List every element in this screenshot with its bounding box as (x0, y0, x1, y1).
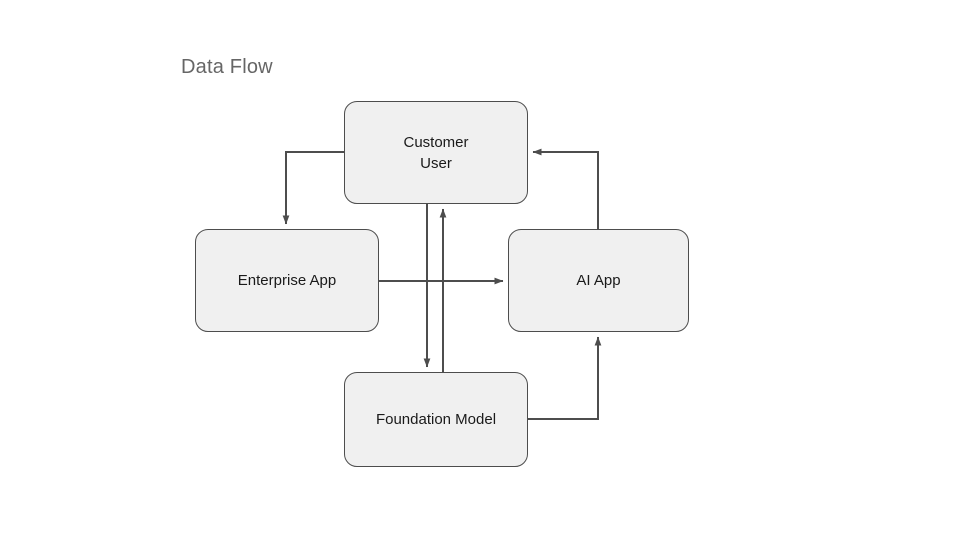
page-title: Data Flow (181, 56, 273, 78)
edge-customer-user-to-enterprise-app (282, 151, 344, 225)
node-customer-user-label: Customer User (403, 132, 468, 174)
node-customer-user[interactable]: Customer User (344, 101, 528, 204)
node-enterprise-app[interactable]: Enterprise App (195, 229, 379, 332)
node-foundation-model-label: Foundation Model (375, 411, 497, 428)
node-ai-app[interactable]: AI App (508, 229, 689, 332)
edge-foundation-model-to-ai-app (528, 336, 602, 420)
node-ai-app-label: AI App (576, 272, 621, 289)
node-foundation-model[interactable]: Foundation Model (344, 372, 528, 467)
node-enterprise-app-label: Enterprise App (237, 272, 337, 289)
edge-ai-app-to-customer-user (532, 148, 599, 229)
node-customer-user-label-line1: Customer (403, 133, 469, 151)
node-customer-user-label-line2: User (420, 154, 452, 172)
